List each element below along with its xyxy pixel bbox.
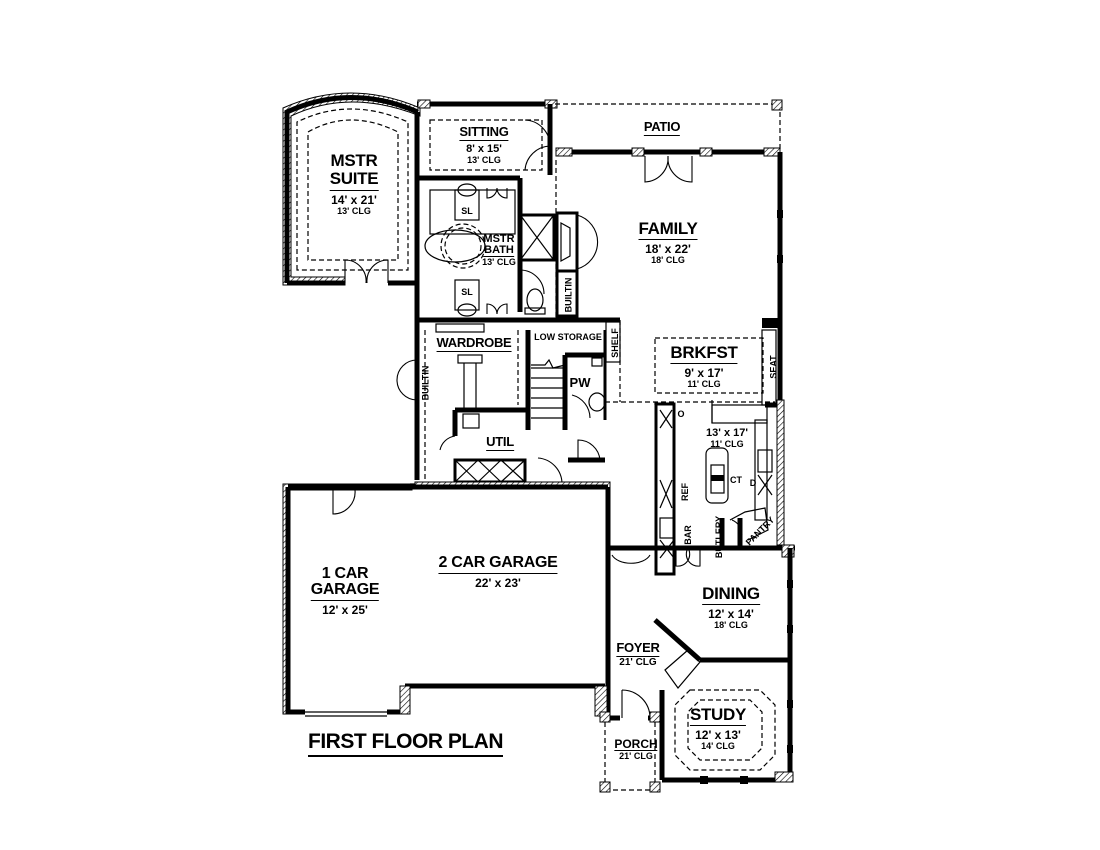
fixture-label-sl-top: SL [461, 206, 473, 216]
room-label-patio: PATIO [643, 119, 681, 136]
staircase [531, 358, 566, 419]
room-label-dining: DINING 12' x 14' 18' CLG [702, 584, 760, 630]
fixture-label-bar: BAR [682, 525, 693, 545]
fixture-label-sl-bottom: SL [461, 287, 473, 297]
family-room-walls [555, 147, 783, 330]
room-label-util: UTIL [486, 434, 514, 451]
room-label-kitchen: 13' x 17' 11' CLG [706, 427, 748, 449]
room-label-powder: PW [569, 375, 591, 390]
room-label-wardrobe: WARDROBE [436, 335, 512, 352]
room-label-low-storage: LOW STORAGE [534, 332, 602, 342]
fixture-label-builtin-wardrobe: BUILTIN [420, 365, 431, 401]
room-label-two-car-garage: 2 CAR GARAGE 22' x 23' [438, 554, 558, 590]
garage-walls [282, 481, 611, 718]
fixture-label-shelf: SHELF [609, 328, 620, 358]
plan-title: FIRST FLOOR PLAN [308, 730, 504, 757]
room-label-foyer: FOYER 21' CLG [616, 640, 660, 668]
fixture-label-oven: O [677, 409, 685, 419]
room-label-porch: PORCH 21' CLG [614, 737, 658, 761]
fixture-label-seat: SEAT [768, 355, 779, 379]
master-bath-fixtures [424, 183, 556, 317]
room-label-breakfast: BRKFST 9' x 17' 11' CLG [670, 343, 738, 389]
room-label-sitting: SITTING 8' x 15' 13' CLG [459, 124, 509, 165]
fixture-label-butlery: BUTLERY [714, 515, 725, 559]
fixture-label-builtin-family: BUILTIN [563, 277, 574, 313]
fixture-label-cooktop: CT [730, 475, 742, 485]
front-rooms-walls [599, 544, 795, 793]
kitchen-breakfast-walls [608, 329, 795, 576]
sitting-patio-walls [417, 99, 783, 312]
fixture-label-ref: REF [680, 483, 690, 501]
room-label-study: STUDY 12' x 13' 14' CLG [689, 705, 747, 751]
room-label-family: FAMILY 18' x 22' 18' CLG [638, 219, 698, 265]
fixture-label-dishwasher: D [749, 478, 757, 488]
master-suite-walls [282, 92, 421, 480]
